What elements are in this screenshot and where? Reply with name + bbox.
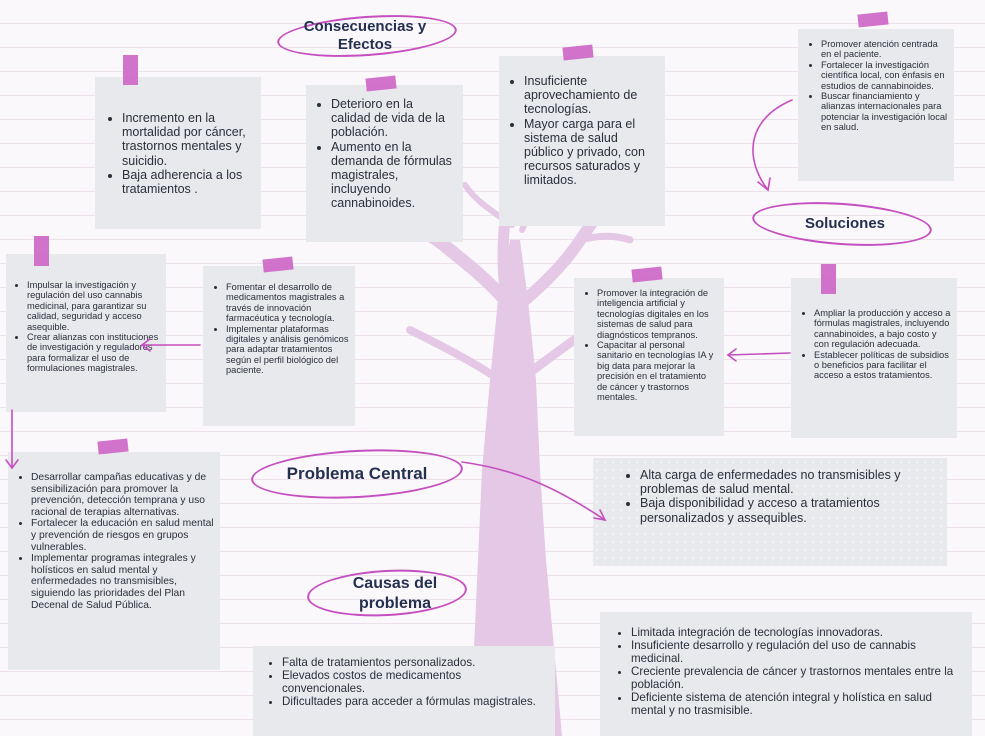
list-item: Deterioro en la calidad de vida de la po… [331, 97, 455, 140]
solution-list-bottom-left: Desarrollar campañas educativas y de sen… [16, 472, 214, 611]
consequence-box-2: Deterioro en la calidad de vida de la po… [306, 75, 463, 242]
list-item: Fortalecer la educación en salud mental … [31, 518, 214, 553]
list-item: Fortalecer la investigación científica l… [821, 60, 948, 91]
solution-list-center-right: Promover la integración de inteligencia … [582, 288, 718, 402]
list-item: Desarrollar campañas educativas y de sen… [31, 472, 214, 518]
consequence-list-1: Incremento en la mortalidad por cáncer, … [107, 111, 251, 196]
cause-list-right: Limitada integración de tecnologías inno… [616, 626, 964, 717]
consequence-box-3: Insuficiente aprovechamiento de tecnolog… [499, 44, 665, 226]
solution-list-center-left: Fomentar el desarrollo de medicamentos m… [211, 282, 349, 376]
list-item: Fomentar el desarrollo de medicamentos m… [226, 282, 349, 324]
list-item: Elevados costos de medicamentos convenci… [282, 669, 547, 695]
arrow-problem-to-box-head [593, 509, 607, 522]
tape-decoration [123, 55, 138, 85]
solution-list-right: Ampliar la producción y acceso a fórmula… [799, 308, 951, 381]
central-problem-title: Problema Central [286, 464, 428, 483]
cause-box-right: Limitada integración de tecnologías inno… [600, 612, 972, 736]
consequence-list-3: Insuficiente aprovechamiento de tecnolog… [509, 74, 657, 188]
cause-box-left: Falta de tratamientos personalizados. El… [253, 646, 555, 736]
list-item: Limitada integración de tecnologías inno… [631, 626, 964, 639]
causes-title: Causas del problema [352, 575, 438, 612]
consequence-box-1: Incremento en la mortalidad por cáncer, … [95, 55, 261, 229]
list-item: Ampliar la producción y acceso a fórmula… [814, 308, 951, 350]
list-item: Implementar plataformas digitales y anál… [226, 324, 349, 376]
list-item: Promover atención centrada en el pacient… [821, 39, 948, 60]
list-item: Dificultades para acceder a fórmulas mag… [282, 695, 547, 708]
list-item: Insuficiente desarrollo y regulación del… [631, 639, 964, 665]
arrow-right-to-center-right-head [726, 348, 737, 362]
solutions-title: Soluciones [804, 215, 886, 232]
list-item: Baja adherencia a los tratamientos . [122, 168, 251, 196]
list-item: Alta carga de enfermedades no transmisib… [640, 468, 939, 496]
list-item: Mayor carga para el sistema de salud púb… [524, 117, 657, 188]
arrow-to-soluciones-head [757, 177, 771, 192]
list-item: Falta de tratamientos personalizados. [282, 656, 547, 669]
solution-box-left: Impulsar la investigación y regulación d… [6, 236, 166, 412]
solution-list-left: Impulsar la investigación y regulación d… [12, 280, 160, 374]
arrow-problem-to-box [461, 461, 606, 521]
list-item: Implementar programas integrales y holís… [31, 553, 214, 611]
consequence-list-2: Deterioro en la calidad de vida de la po… [316, 97, 455, 211]
list-item: Establecer políticas de subsidios o bene… [814, 350, 951, 381]
central-problem-box: Alta carga de enfermedades no transmisib… [593, 458, 947, 566]
list-item: Capacitar al personal sanitario en tecno… [597, 340, 718, 402]
arrow-to-soluciones [752, 99, 793, 191]
arrow-center-left-to-left-head [140, 338, 151, 352]
list-item: Crear alianzas con instituciones de inve… [27, 332, 160, 374]
arrow-right-to-center-right [727, 352, 791, 356]
tape-decoration [34, 236, 49, 266]
list-item: Aumento en la demanda de fórmulas magist… [331, 140, 455, 211]
list-item: Promover la integración de inteligencia … [597, 288, 718, 340]
solution-box-center-left: Fomentar el desarrollo de medicamentos m… [203, 256, 355, 426]
list-item: Incremento en la mortalidad por cáncer, … [122, 111, 251, 168]
solution-box-center-right: Promover la integración de inteligencia … [574, 266, 724, 436]
list-item: Insuficiente aprovechamiento de tecnolog… [524, 74, 657, 117]
list-item: Buscar financiamiento y alianzas interna… [821, 91, 948, 133]
solution-list-top-right: Promover atención centrada en el pacient… [806, 39, 948, 133]
solution-box-top-right: Promover atención centrada en el pacient… [798, 11, 954, 181]
solution-box-right: Ampliar la producción y acceso a fórmula… [791, 264, 957, 438]
consequences-title: Consecuencias y Efectos [303, 18, 427, 53]
list-item: Baja disponibilidad y acceso a tratamien… [640, 496, 939, 524]
list-item: Creciente prevalencia de cáncer y trasto… [631, 665, 964, 691]
tape-decoration [821, 264, 836, 294]
arrow-left-down-head [5, 459, 19, 470]
central-problem-list: Alta carga de enfermedades no transmisib… [625, 468, 939, 525]
list-item: Deficiente sistema de atención integral … [631, 691, 964, 717]
list-item: Impulsar la investigación y regulación d… [27, 280, 160, 332]
solution-box-bottom-left: Desarrollar campañas educativas y de sen… [8, 438, 220, 670]
cause-list-left: Falta de tratamientos personalizados. El… [267, 656, 547, 708]
